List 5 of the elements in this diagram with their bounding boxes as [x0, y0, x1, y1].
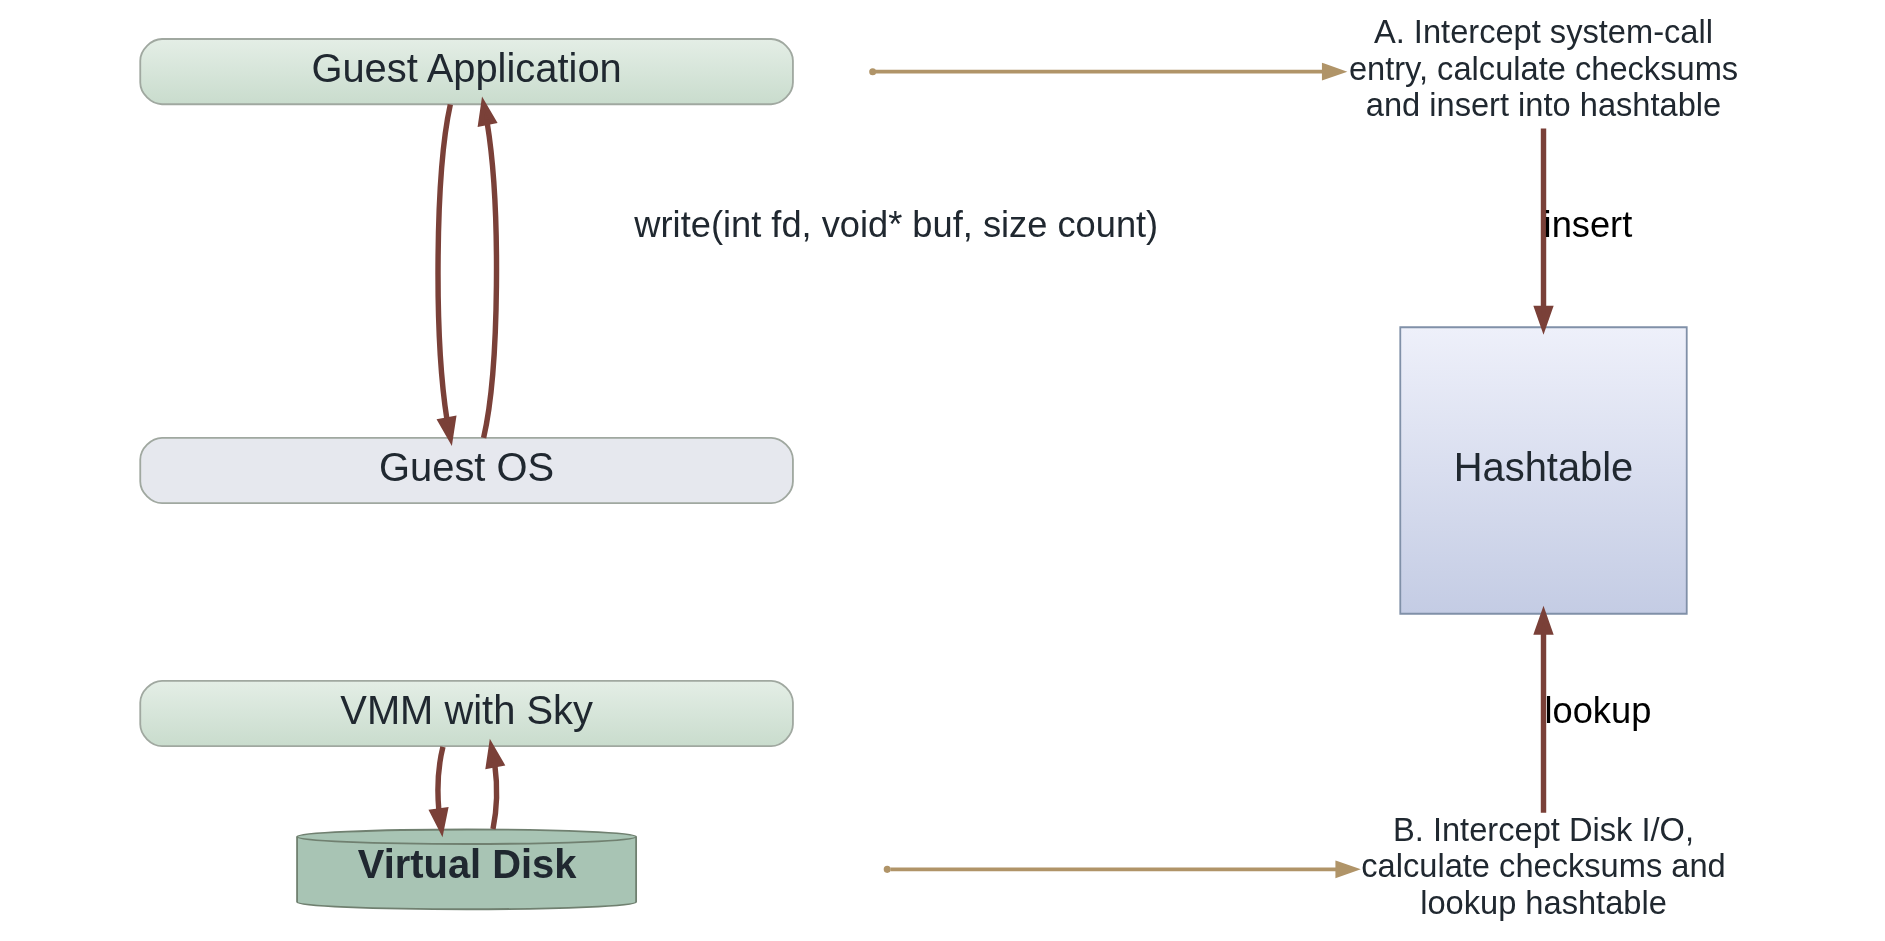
- node-text: A. Intercept system-call entry, calculate checksums and insert into hashtable: [1348, 13, 1739, 123]
- label: write(int fd, void* buf, size count): [634, 203, 1159, 245]
- edge-label: lookup: [1544, 689, 1652, 731]
- node-text: B. Intercept Disk I/O, calculate checksums and lookup hashtable: [1361, 811, 1726, 921]
- edge-label: insert: [1543, 203, 1633, 245]
